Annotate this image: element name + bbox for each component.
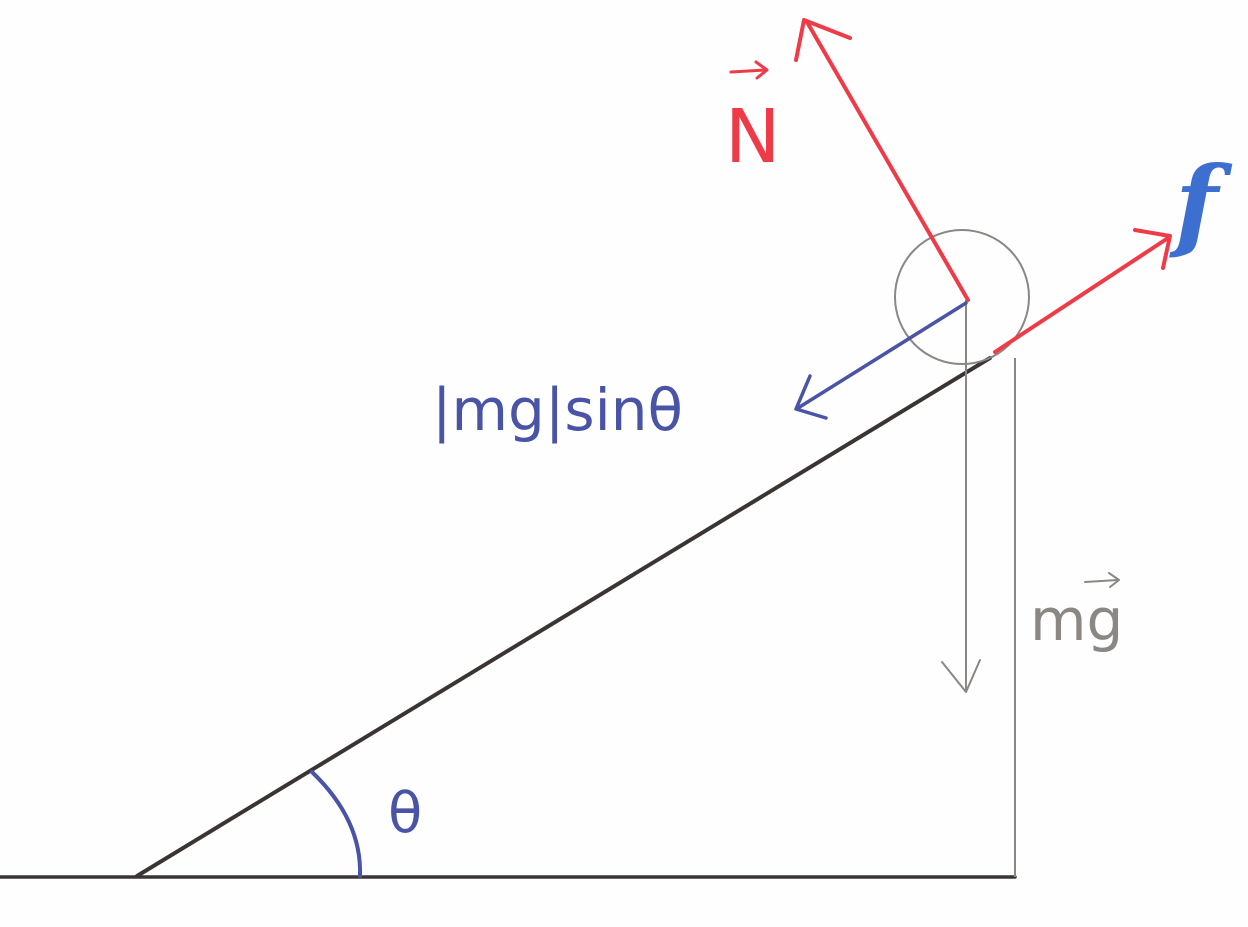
weight-vector-mark-icon [1084,572,1120,588]
angle-arc [310,770,363,878]
normal-force-label: N [725,94,780,180]
incline-slope [135,356,992,878]
friction-arrow [993,228,1172,354]
weight-label: mg [1030,586,1123,654]
angle-label: θ [388,781,422,846]
normal-vector-mark-icon [729,60,769,80]
weight-arrow [941,300,981,693]
friction-label: f [1169,144,1233,262]
object-circle [894,229,1030,365]
normal-force-arrow [794,18,970,302]
gravity-component-label: |mg|sinθ [432,376,683,444]
gravity-component-arrow [794,301,968,420]
